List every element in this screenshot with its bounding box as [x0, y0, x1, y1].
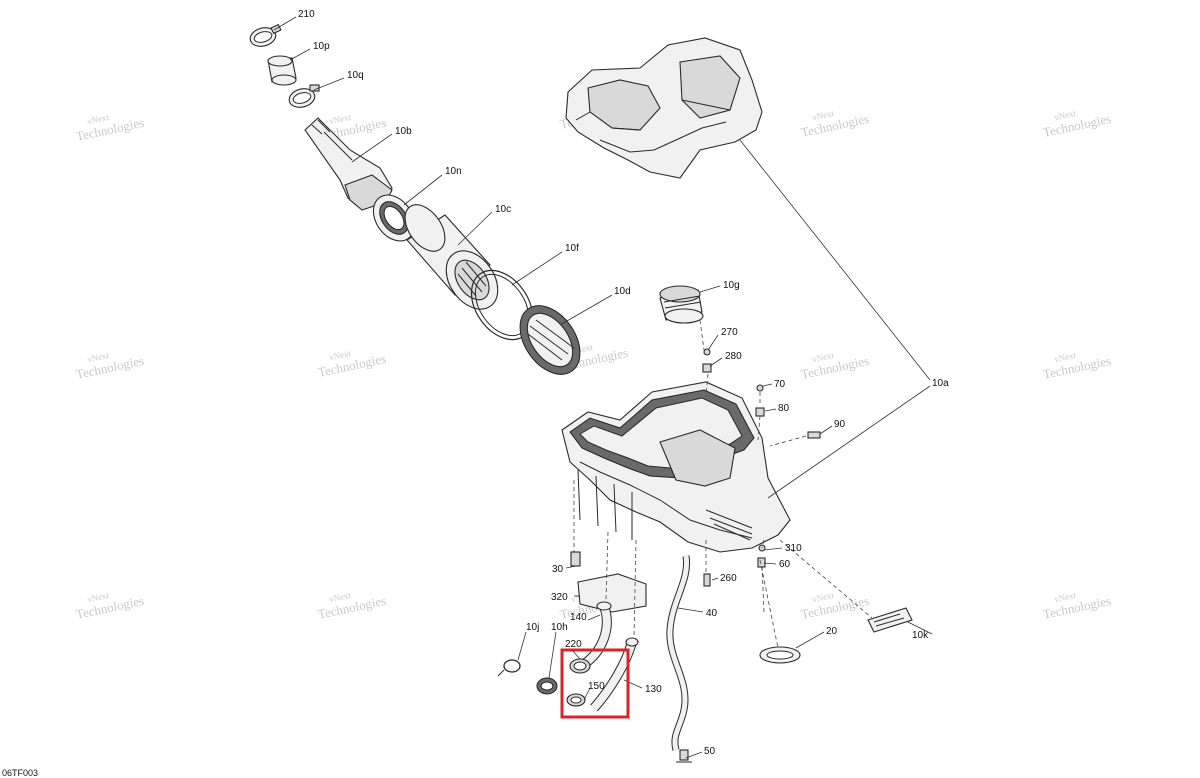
callout-10n: 10n — [445, 166, 462, 177]
svg-text:vNext: vNext — [811, 350, 835, 364]
part-10h-clamp — [536, 677, 558, 695]
callout-30: 30 — [552, 564, 564, 575]
callout-260: 260 — [720, 573, 737, 584]
watermark: vNext Technologies — [75, 350, 146, 382]
callout-10g: 10g — [723, 280, 740, 291]
callout-270: 270 — [721, 327, 738, 338]
svg-text:vNext: vNext — [811, 590, 835, 604]
svg-text:Technologies: Technologies — [800, 593, 871, 622]
svg-text:vNext: vNext — [328, 590, 352, 604]
callout-210: 210 — [298, 9, 315, 20]
callout-10b: 10b — [395, 126, 412, 137]
part-150-clamp — [566, 693, 586, 707]
part-130-hose — [590, 637, 639, 712]
callout-10p: 10p — [313, 41, 330, 52]
svg-text:Technologies: Technologies — [1042, 111, 1113, 140]
svg-text:Technologies: Technologies — [317, 593, 388, 622]
part-10a-airbox — [561, 381, 791, 553]
part-20-grommet — [759, 646, 801, 664]
watermark: vNext Technologies — [800, 108, 871, 140]
callout-10k: 10k — [912, 630, 929, 641]
svg-text:Technologies: Technologies — [800, 353, 871, 382]
watermark: vNext Technologies — [317, 348, 388, 380]
callout-140: 140 — [570, 612, 587, 623]
part-10c-air-filter — [404, 204, 499, 310]
figure-code: 06TF003 — [2, 768, 38, 778]
callout-220: 220 — [565, 639, 582, 650]
svg-text:vNext: vNext — [86, 590, 110, 604]
svg-text:vNext: vNext — [86, 350, 110, 364]
part-40-drain-tube — [666, 555, 691, 751]
svg-text:vNext: vNext — [328, 112, 352, 126]
svg-text:Technologies: Technologies — [75, 115, 146, 144]
svg-text:vNext: vNext — [811, 108, 835, 122]
callout-60: 60 — [779, 559, 791, 570]
svg-text:Technologies: Technologies — [1042, 353, 1113, 382]
callout-10c: 10c — [495, 204, 511, 215]
part-10d-filter-cover — [519, 305, 581, 375]
svg-text:vNext: vNext — [328, 348, 352, 362]
callout-50: 50 — [704, 746, 716, 757]
part-210-clamp — [249, 23, 282, 47]
callout-70: 70 — [774, 379, 786, 390]
callout-20: 20 — [826, 626, 838, 637]
part-10k-label — [867, 607, 913, 633]
svg-text:vNext: vNext — [1053, 590, 1077, 604]
callout-150: 150 — [588, 681, 605, 692]
svg-text:vNext: vNext — [86, 112, 110, 126]
part-30-fastener — [570, 551, 581, 567]
part-320-bracket — [577, 573, 647, 613]
callout-10d: 10d — [614, 286, 631, 297]
part-140-hose — [580, 601, 612, 669]
callout-280: 280 — [725, 351, 742, 362]
assembly-lines — [573, 319, 873, 649]
callout-40: 40 — [706, 608, 718, 619]
watermark: vNext Technologies — [317, 590, 388, 622]
watermark: vNext Technologies — [75, 590, 146, 622]
callout-80: 80 — [778, 403, 790, 414]
watermark: vNext Technologies — [1042, 590, 1113, 622]
svg-text:Technologies: Technologies — [75, 593, 146, 622]
watermark: vNext Technologies — [800, 590, 871, 622]
callout-310: 310 — [785, 543, 802, 554]
leader-lines — [273, 16, 933, 759]
part-10j-clip — [497, 659, 521, 677]
watermark: vNext Technologies — [1042, 350, 1113, 382]
svg-text:vNext: vNext — [1053, 350, 1077, 364]
part-10p-sleeve — [267, 55, 297, 86]
part-10a-top-cover — [565, 37, 763, 179]
part-10n-seal — [372, 194, 416, 242]
callout-130: 130 — [645, 684, 662, 695]
svg-text:Technologies: Technologies — [317, 351, 388, 380]
callout-10a: 10a — [932, 378, 949, 389]
watermark: vNext Technologies — [1042, 108, 1113, 140]
part-220-clamp — [569, 658, 591, 674]
callout-10f: 10f — [565, 243, 579, 254]
svg-text:Technologies: Technologies — [75, 353, 146, 382]
part-10g-boot — [659, 285, 704, 324]
callout-labels: 210 10p 10q 10b 10n 10c 10f 10d 10g 270 … — [298, 9, 949, 757]
watermark: vNext Technologies — [75, 112, 146, 144]
svg-text:Technologies: Technologies — [800, 111, 871, 140]
callout-10j: 10j — [526, 622, 539, 633]
highlight-box — [560, 648, 630, 719]
fasteners — [702, 348, 821, 587]
svg-text:vNext: vNext — [1053, 108, 1077, 122]
callout-320: 320 — [551, 592, 568, 603]
callout-90: 90 — [834, 419, 846, 430]
callout-10h: 10h — [551, 622, 568, 633]
part-10q-clamp — [288, 84, 320, 108]
watermarks: vNext Technologies vNext Technologies vN… — [75, 100, 1113, 622]
watermark: vNext Technologies — [800, 350, 871, 382]
callout-10q: 10q — [347, 70, 364, 81]
part-50-clip — [676, 749, 692, 763]
svg-text:Technologies: Technologies — [1042, 593, 1113, 622]
